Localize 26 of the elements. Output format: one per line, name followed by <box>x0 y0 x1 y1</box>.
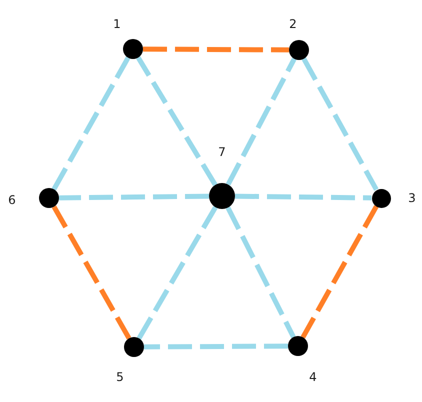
vertex-dot <box>39 188 59 208</box>
dashed-connector <box>302 57 379 191</box>
vertex-number: 7 <box>218 145 226 159</box>
vertex-number: 6 <box>8 193 16 207</box>
vertex-dot <box>289 40 309 60</box>
vertex-number: 4 <box>309 370 317 384</box>
dashed-connector <box>234 194 372 200</box>
dashed-connector <box>300 205 379 339</box>
dashed-connector <box>58 194 210 200</box>
dashed-connector <box>52 56 130 191</box>
vertex-dot <box>288 336 308 356</box>
dashed-connector <box>226 58 297 186</box>
vertex-dot <box>372 188 390 208</box>
dashed-connector <box>52 205 132 340</box>
vertex-number: 2 <box>289 17 297 31</box>
dashed-connector <box>136 56 218 186</box>
vertex-dot <box>123 39 143 59</box>
vertex-dot <box>209 183 235 209</box>
vertex-number: 1 <box>113 17 121 31</box>
vertex-number: 5 <box>116 370 124 384</box>
dashed-connector <box>144 344 288 350</box>
dashed-connector <box>136 206 218 340</box>
dashed-connector <box>142 46 290 52</box>
dashed-connector <box>226 206 296 338</box>
vertex-dot <box>124 337 144 357</box>
vertex-number: 3 <box>408 191 416 205</box>
